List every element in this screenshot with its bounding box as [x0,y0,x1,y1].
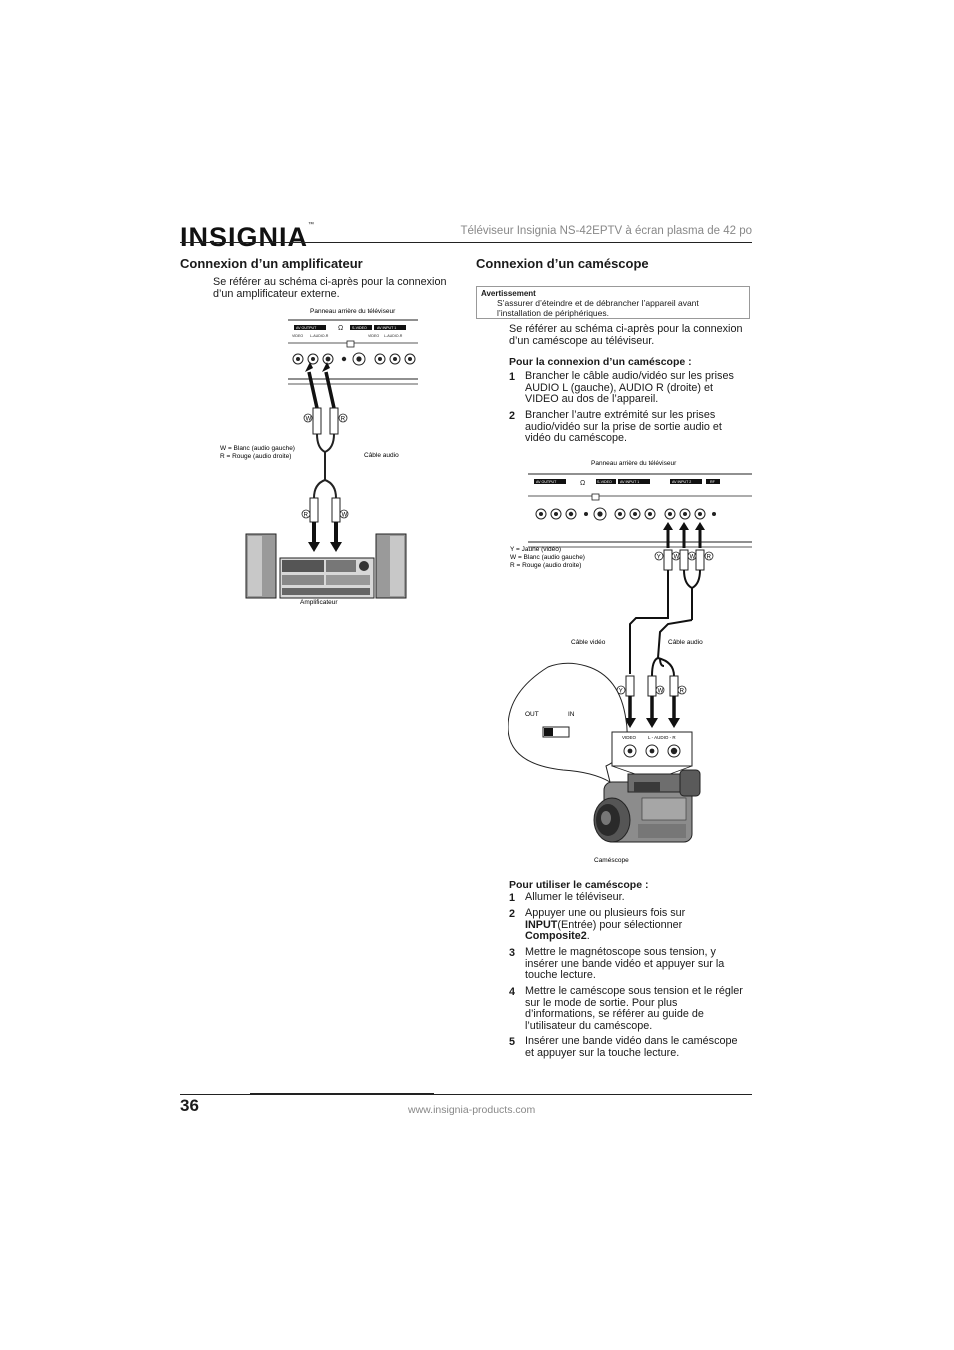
warning-box: Avertissement S’assurer d’éteindre et de… [476,286,750,319]
cam-audio-jack-label: L - AUDIO - R [648,735,676,740]
svg-text:R: R [680,688,685,694]
svg-text:L-AUDIO-R: L-AUDIO-R [384,334,403,338]
amplifier-connection-diagram: Panneau arrière du téléviseur AV OUTPUT … [220,308,418,606]
cam-legend-y: Y = Jaune (vidéo) [510,546,561,553]
switch-in-label: IN [568,711,575,718]
video-cable-label: Câble vidéo [571,639,606,646]
camcorder-intro: Se référer au schéma ci-après pour la co… [509,323,743,347]
svg-text:Y: Y [619,688,623,694]
svg-text:VIDEO: VIDEO [292,334,303,338]
svg-text:W: W [306,416,312,422]
audio-cable-label: Câble audio [668,639,703,646]
amplifier-label: Amplificateur [300,599,338,606]
tv-rear-panel-label-2: Panneau arrière du téléviseur [591,460,677,467]
amplifier-intro: Se référer au schéma ci-après pour la co… [213,276,447,300]
cam-legend-w: W = Blanc (audio gauche) [510,554,585,561]
svg-text:S-VIDEO: S-VIDEO [352,326,367,330]
tv-rear-panel-label: Panneau arrière du téléviseur [310,308,396,315]
svg-text:Ω: Ω [580,480,585,487]
page-number: 36 [180,1096,199,1115]
amp-cable-label: Câble audio [364,452,399,459]
svg-text:W: W [674,554,680,560]
warning-title: Avertissement [481,289,536,298]
use-camcorder-heading: Pour utiliser le caméscope : [509,879,649,891]
svg-text:AV OUTPUT: AV OUTPUT [296,326,317,330]
switch-out-label: OUT [525,711,539,718]
svg-text:S-VIDEO: S-VIDEO [597,480,612,484]
svg-text:AV INPUT 1: AV INPUT 1 [377,326,396,330]
av-input-tag [374,325,406,330]
svg-text:R: R [304,512,309,518]
header-title: Téléviseur Insignia NS-42EPTV à écran pl… [460,225,753,237]
svg-text:VIDEO: VIDEO [368,334,379,338]
footer-rule-accent [250,1093,434,1095]
footer-rule [180,1094,752,1095]
svg-text:R: R [341,416,346,422]
svg-text:Y: Y [657,554,661,560]
header-rule [180,242,752,243]
svg-text:AV INPUT 1: AV INPUT 1 [620,480,639,484]
av-output-tag [294,325,326,330]
out-in-switch [544,728,553,736]
svg-text:AV INPUT 2: AV INPUT 2 [672,480,691,484]
warning-text: S’assurer d’éteindre et de débrancher l’… [497,298,699,318]
amplifier-section-title: Connexion d’un amplificateur [180,256,363,271]
amp-legend-r: R = Rouge (audio droite) [220,453,291,460]
svg-text:W: W [690,554,696,560]
connect-camcorder-heading: Pour la connexion d’un caméscope : [509,356,692,368]
footer-url[interactable]: www.insignia-products.com [408,1104,536,1116]
insignia-logo: INSIGNIA™ [180,222,316,252]
camcorder-connection-diagram: Panneau arrière du téléviseur AV OUTPUT … [508,460,752,864]
cam-legend-r: R = Rouge (audio droite) [510,562,581,569]
svg-text:W: W [658,688,664,694]
camcorder-label: Caméscope [594,857,629,864]
svg-text:W: W [342,512,348,518]
svg-text:R: R [707,554,712,560]
svideo-tag [350,325,372,330]
camcorder-section-title: Connexion d’un caméscope [476,256,649,271]
svg-text:RF: RF [710,480,716,484]
svg-text:Ω: Ω [338,325,343,332]
amp-legend-w: W = Blanc (audio gauche) [220,445,295,452]
svg-text:L-AUDIO-R: L-AUDIO-R [310,334,329,338]
cam-video-jack-label: VIDEO [622,735,637,740]
svg-text:AV OUTPUT: AV OUTPUT [536,480,557,484]
